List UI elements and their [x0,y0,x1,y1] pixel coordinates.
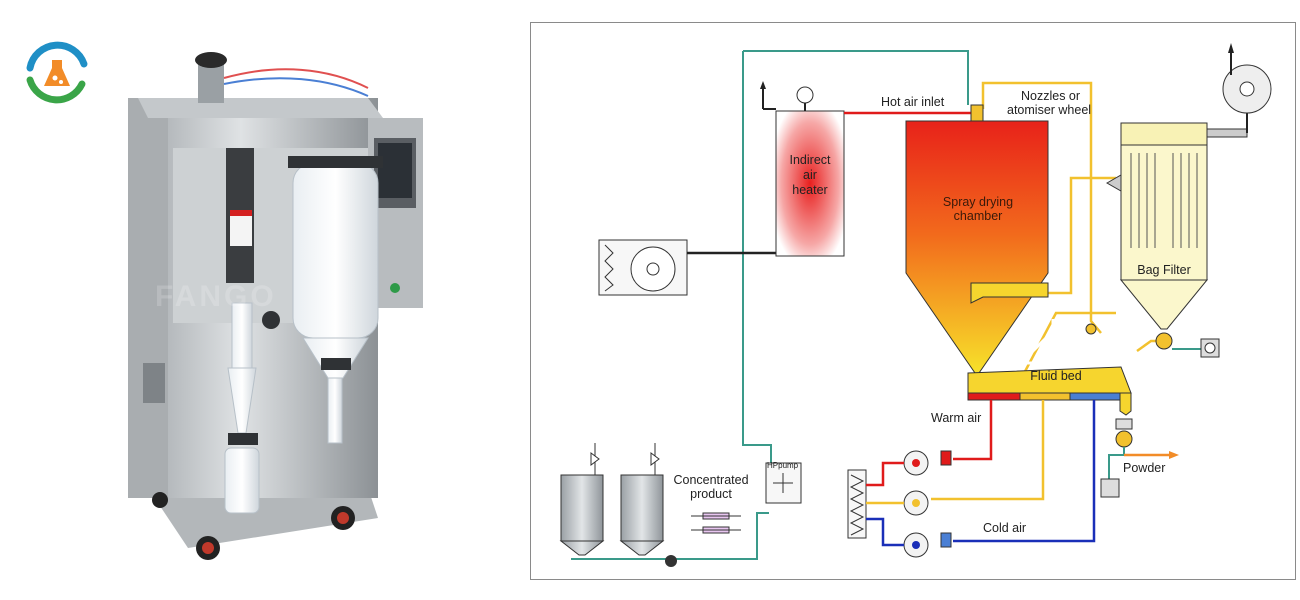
heater-label-line2: air [803,168,817,182]
nozzles-label-line1: Nozzles or [1021,89,1081,103]
cold-air-label: Cold air [983,521,1027,535]
chamber-label-line1: Spray drying [942,195,1014,209]
hot-air-line [844,111,978,121]
spray-drying-chamber [905,120,1049,374]
watermark: FANGO [155,280,277,313]
heater-label-line3: heater [792,183,828,197]
chamber-label-line2: chamber [953,209,1003,223]
bag-filter [1105,122,1209,330]
bag-filter-label: Bag Filter [1137,263,1191,277]
fluid-bed-label: Fluid bed [1030,369,1082,383]
inlet-fan [598,239,688,296]
company-logo-icon [26,41,88,104]
powder-label: Powder [1123,461,1166,475]
heater-label-line1: Indirect [789,153,831,167]
spray-dryer-machine-image [128,52,423,560]
process-diagram: Hot air inlet Nozzles or atomiser wheel … [530,22,1296,580]
nozzles-label-line2: atomiser wheel [1007,103,1092,117]
fluid-bed [967,319,1132,416]
process-diagram-svg [559,43,1272,567]
indirect-air-heater [775,110,845,257]
hp-pump-label: HPpump [767,461,799,470]
hot-air-inlet-label: Hot air inlet [881,95,945,109]
concentrated-product-label-line2: product [690,487,732,501]
warm-air-label: Warm air [931,411,982,425]
concentrated-product-label-line1: Concentrated [673,473,749,487]
teal-product-line [742,51,772,465]
